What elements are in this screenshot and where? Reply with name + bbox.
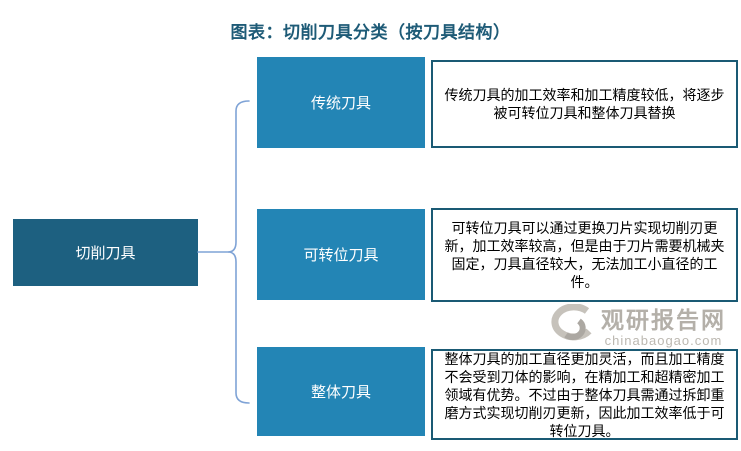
description-text: 传统刀具的加工效率和加工精度较低，将逐步被可转位刀具和整体刀具替换 — [444, 87, 725, 121]
branch-box-indexable: 可转位刀具 — [257, 209, 425, 300]
branch-label: 整体刀具 — [310, 384, 371, 401]
branch-box-solid: 整体刀具 — [257, 347, 425, 436]
watermark-name: 观研报告网 — [601, 307, 726, 333]
branch-box-traditional: 传统刀具 — [257, 57, 425, 148]
root-node-label: 切削刀具 — [75, 245, 136, 262]
description-box-solid: 整体刀具的加工直径更加灵活，而且加工精度不会受到刀体的影响，在精加工和超精密加工… — [431, 349, 738, 440]
brace-connector — [197, 100, 250, 404]
branch-label: 传统刀具 — [310, 95, 371, 112]
swirl-logo-icon — [551, 303, 592, 340]
chart-title: 图表：切削刀具分类（按刀具结构） — [230, 23, 511, 42]
branch-label: 可转位刀具 — [303, 247, 379, 264]
watermark: 观研报告网 chinabaogao.com — [545, 301, 726, 348]
description-box-indexable: 可转位刀具可以通过更换刀片实现切削刃更新，加工效率较高，但是由于刀片需要机械夹固… — [431, 208, 738, 302]
root-node-cutting-tools: 切削刀具 — [13, 219, 198, 286]
description-text: 整体刀具的加工直径更加灵活，而且加工精度不会受到刀体的影响，在精加工和超精密加工… — [444, 350, 725, 439]
watermark-text: 观研报告网 chinabaogao.com — [601, 301, 726, 348]
watermark-domain: chinabaogao.com — [604, 333, 723, 348]
description-box-traditional: 传统刀具的加工效率和加工精度较低，将逐步被可转位刀具和整体刀具替换 — [431, 60, 738, 148]
description-text: 可转位刀具可以通过更换刀片实现切削刃更新，加工效率较高，但是由于刀片需要机械夹固… — [444, 220, 725, 290]
